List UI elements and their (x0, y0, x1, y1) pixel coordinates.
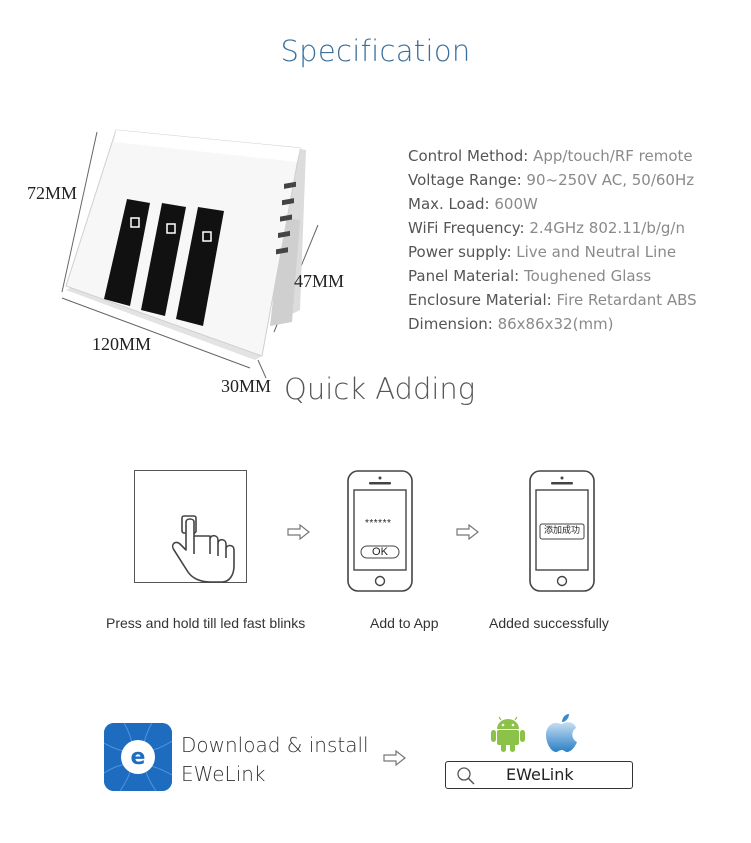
arrow-right-icon (383, 749, 407, 771)
spec-row: Power supply: Live and Neutral Line (408, 243, 677, 261)
download-line-1: Download & install (181, 733, 369, 757)
search-icon (457, 767, 475, 785)
password-field: ****** (365, 518, 392, 529)
download-instruction: Download & install EWeLink (181, 731, 369, 789)
arrow-right-icon (287, 523, 311, 545)
ewelink-logo-icon: e (104, 723, 172, 791)
phone-add-illustration: ****** OK (347, 470, 413, 597)
phone-icon (529, 470, 595, 592)
hand-press-icon (171, 515, 235, 583)
search-input[interactable]: EWeLink (506, 765, 574, 784)
spec-row: Control Method: App/touch/RF remote (408, 147, 693, 165)
dimension-depth: 30MM (221, 376, 272, 396)
phone-icon (347, 470, 413, 592)
android-icon (490, 715, 526, 758)
success-message: 添加成功 (543, 526, 580, 536)
dimension-height: 72MM (27, 183, 78, 203)
specification-title: Specification (280, 34, 471, 68)
ok-button: OK (372, 546, 388, 558)
dimension-width: 120MM (92, 334, 152, 354)
specification-list: Control Method: App/touch/RF remote Volt… (408, 144, 697, 336)
spec-row: Panel Material: Toughened Glass (408, 267, 652, 285)
step-1-label: Press and hold till led fast blinks (106, 615, 306, 631)
wall-switch-image (61, 129, 319, 379)
download-line-2: EWeLink (181, 762, 266, 786)
switch-illustration: 72MM 120MM 47MM 30MM (0, 110, 400, 410)
spec-row: Max. Load: 600W (408, 195, 538, 213)
spec-row: Enclosure Material: Fire Retardant ABS (408, 291, 697, 309)
svg-text:e: e (131, 745, 146, 770)
spec-row: Dimension: 86x86x32(mm) (408, 315, 614, 333)
arrow-right-icon (456, 523, 480, 545)
step-press-illustration (134, 470, 248, 589)
quick-adding-title: Quick Adding (284, 372, 476, 406)
phone-success-illustration: 添加成功 (529, 470, 595, 597)
step-3-label: Added successfully (489, 615, 609, 631)
app-store-search-bar[interactable]: EWeLink (445, 761, 633, 789)
dimension-inner: 47MM (294, 271, 345, 291)
apple-icon (545, 713, 579, 758)
spec-row: Voltage Range: 90~250V AC, 50/60Hz (408, 171, 695, 189)
spec-row: WiFi Frequency: 2.4GHz 802.11/b/g/n (408, 219, 685, 237)
step-2-label: Add to App (370, 615, 439, 631)
